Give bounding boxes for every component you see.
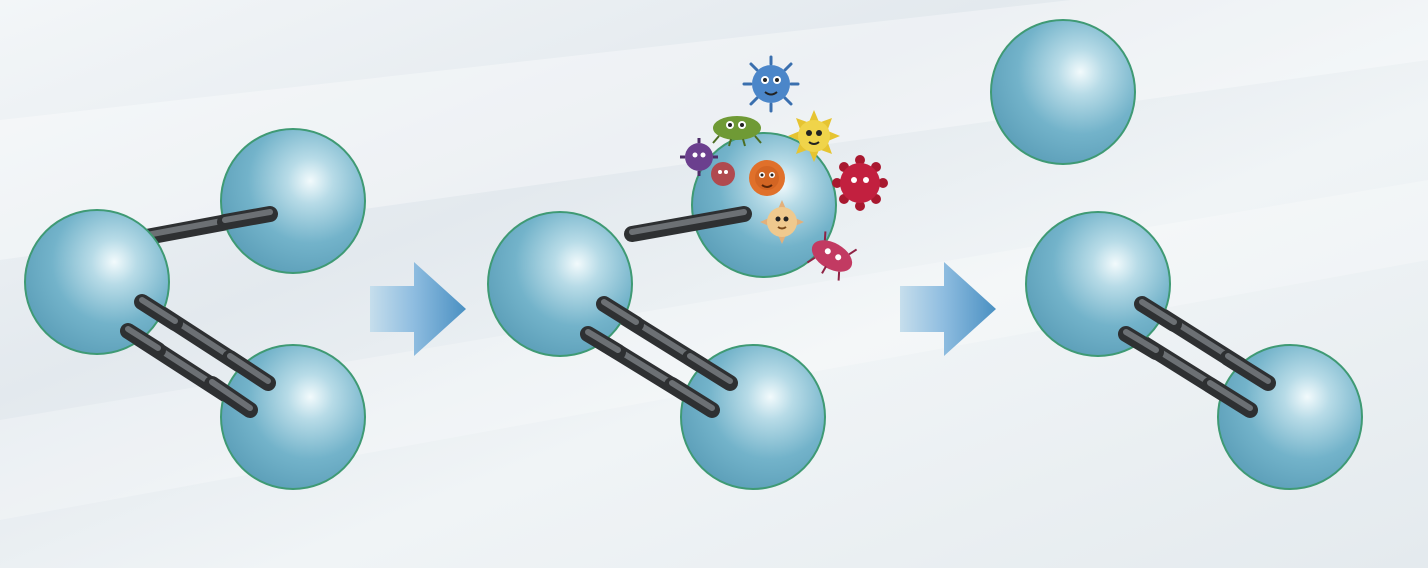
microbe-icon [712, 116, 762, 147]
microbe-icon [788, 110, 840, 162]
atom-center [1025, 211, 1171, 357]
microbe-icon [760, 200, 804, 244]
right-arrow-icon [900, 262, 996, 356]
atom-center [487, 211, 633, 357]
atom-top-right [220, 128, 366, 274]
microbe-icon [806, 231, 858, 281]
atom-center [24, 209, 170, 355]
molecule-split [990, 19, 1363, 490]
molecule-intact [24, 128, 366, 490]
microbe-icon [680, 138, 718, 176]
microbe-icon [742, 55, 800, 113]
molecule-attacked [487, 55, 888, 490]
atom-detached [990, 19, 1136, 165]
microbe-icon [749, 160, 785, 196]
microbe-icon [832, 155, 888, 211]
microbe-icon [711, 162, 735, 186]
right-arrow-icon [370, 262, 466, 356]
